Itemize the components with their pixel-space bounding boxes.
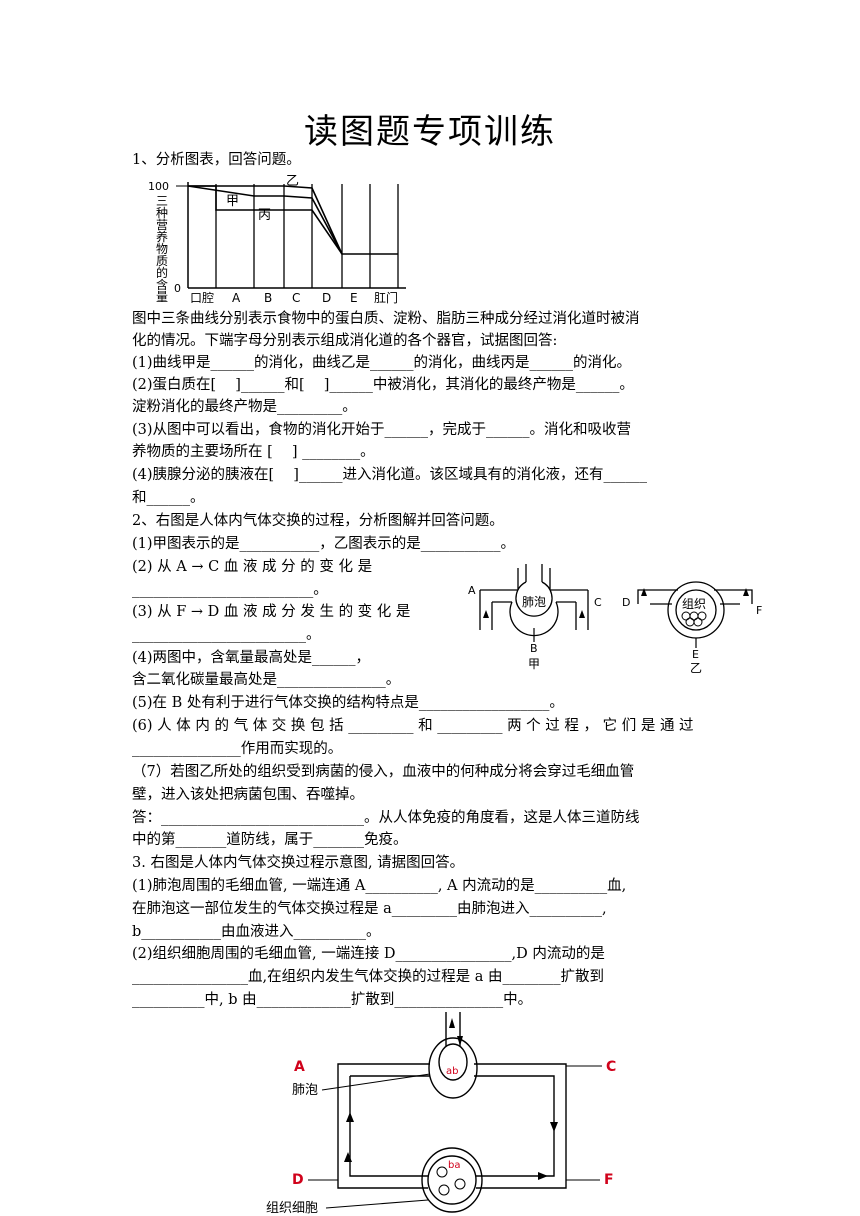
fig2-label-F: F xyxy=(756,604,762,617)
chart-y-char-8: 含 xyxy=(156,277,168,292)
q1-sub-1: (1)曲线甲是______的消化，曲线乙是______的消化，曲线丙是_____… xyxy=(132,355,632,371)
fig3-label-ba: ba xyxy=(448,1160,460,1171)
fig2-label-D: D xyxy=(622,596,630,609)
q2-heading: 2、右图是人体内气体交换的过程，分析图解并回答问题。 xyxy=(132,513,504,529)
q1-heading: 1、分析图表，回答问题。 xyxy=(132,152,301,168)
fig3-label-ab: ab xyxy=(446,1066,458,1077)
q1-intro-2: 化的情况。下端字母分别表示组成消化道的各个器官，试据图回答: xyxy=(132,333,558,349)
fig2-label-E: E xyxy=(692,648,699,661)
chart-y-char-2: 种 xyxy=(156,206,168,220)
q1-sub-4b: 和______。 xyxy=(132,490,205,506)
q2-sub-5: (5)在 B 处有利于进行气体交换的结构特点是_________________… xyxy=(132,695,564,711)
q2-sub-4: (4)两图中，含氧量最高处是______， xyxy=(132,650,371,666)
fig3-label-A: A xyxy=(294,1059,305,1075)
chart-y-char-4: 养 xyxy=(156,229,168,244)
label-yi: 乙 xyxy=(286,174,299,189)
chart-y-top: 100 xyxy=(148,180,169,193)
x-label-B: B xyxy=(264,291,272,304)
page-title: 读图题专项训练 xyxy=(304,112,556,152)
q2-sub-1: (1)甲图表示的是___________，乙图表示的是___________。 xyxy=(132,536,516,552)
label-jia: 甲 xyxy=(226,194,239,209)
fig2-label-tissue: 组织 xyxy=(682,597,706,611)
q2-sub-3b: ________________________。 xyxy=(132,627,321,643)
chart-y-char-1: 三 xyxy=(156,194,168,208)
q1-sub-3b: 养物质的主要场所在 [ ] ________。 xyxy=(132,444,375,460)
label-bing: 丙 xyxy=(258,208,271,223)
q2-sub-6b: _______________作用而实现的。 xyxy=(132,741,343,757)
q3-sub-2: (2)组织细胞周围的毛细血管, 一端连接 D________________,D… xyxy=(132,946,605,962)
circulation-diagram: A 肺泡 C D F 组织细胞 ab ba xyxy=(266,1012,616,1216)
curve-yi xyxy=(188,185,343,255)
q3-sub-1b: 在肺泡这一部位发生的气体交换过程是 a_________由肺泡进入_______… xyxy=(132,901,607,917)
q3-heading: 3. 右图是人体内气体交换过程示意图, 请据图回答。 xyxy=(132,855,465,871)
fig3-label-tissue-cell: 组织细胞 xyxy=(266,1201,318,1216)
q1-sub-3: (3)从图中可以看出，食物的消化开始于______，完成于______。消化和吸… xyxy=(132,422,632,438)
fig2-label-yi: 乙 xyxy=(690,661,702,675)
fig3-label-alveolus: 肺泡 xyxy=(292,1083,318,1098)
q1-sub-2b: 淀粉消化的最终产物是_________。 xyxy=(132,399,357,415)
q1-sub-2: (2)蛋白质在[ ]______和[ ]______中被消化，其消化的最终产物是… xyxy=(132,377,634,393)
fig3-label-C: C xyxy=(606,1059,616,1075)
digestion-chart: 100 0 三 种 营 养 物 质 的 含 量 甲 乙 丙 口腔 A B C D… xyxy=(148,174,406,304)
diagram-jia: A 肺泡 C B 甲 xyxy=(468,564,602,671)
fig2-label-C: C xyxy=(594,596,602,609)
q2-answer: 答：____________________________。从人体免疫的角度看… xyxy=(132,810,640,826)
x-label-E: E xyxy=(350,291,358,304)
q2-sub-2: (2) 从 A → C 血 液 成 分 的 变 化 是 xyxy=(132,559,373,575)
q2-sub-4b: 含二氧化碳量最高处是_______________。 xyxy=(132,672,401,688)
chart-y-char-9: 量 xyxy=(156,290,168,304)
x-label-A: A xyxy=(232,291,241,304)
fig2-label-B: B xyxy=(530,642,538,655)
q3-sub-1: (1)肺泡周围的毛细血管, 一端连通 A__________, A 内流动的是_… xyxy=(132,878,627,894)
chart-y-char-6: 质 xyxy=(156,254,168,268)
curve-bing xyxy=(187,185,343,255)
q3-sub-2c: __________中, b 由_____________扩散到________… xyxy=(132,992,533,1008)
x-label-mouth: 口腔 xyxy=(190,290,214,304)
q1-intro-1: 图中三条曲线分别表示食物中的蛋白质、淀粉、脂肪三种成分经过消化道时被消 xyxy=(132,311,640,327)
x-label-C: C xyxy=(292,291,300,304)
x-label-D: D xyxy=(322,291,331,304)
chart-y-char-3: 营 xyxy=(156,218,168,232)
gas-exchange-diagram: A 肺泡 C B 甲 D 组织 F E 乙 xyxy=(468,564,762,675)
q3-sub-1c: b___________由血液进入__________。 xyxy=(132,924,381,940)
fig3-label-D: D xyxy=(292,1172,304,1188)
chart-y-char-7: 的 xyxy=(156,265,168,280)
q2-sub-7b: 壁，进入该处把病菌包围、吞噬掉。 xyxy=(132,787,364,803)
q1-sub-4: (4)胰腺分泌的胰液在[ ]______进入消化道。该区域具有的消化液，还有__… xyxy=(132,467,647,483)
q2-answer-b: 中的第_______道防线，属于_______免疫。 xyxy=(132,832,408,848)
fig2-label-jia: 甲 xyxy=(528,657,540,671)
q2-sub-6: (6) 人 体 内 的 气 体 交 换 包 括 _________ 和 ____… xyxy=(132,718,694,734)
q3-sub-2b: ________________血,在组织内发生气体交换的过程是 a 由____… xyxy=(132,969,604,985)
fig2-label-alveolus: 肺泡 xyxy=(522,595,546,609)
fig3-label-F: F xyxy=(604,1172,614,1188)
x-label-anus: 肛门 xyxy=(374,290,398,304)
fig2-label-A: A xyxy=(468,584,476,597)
q2-sub-3: (3) 从 F → D 血 液 成 分 发 生 的 变 化 是 xyxy=(132,604,411,620)
chart-y-zero: 0 xyxy=(174,282,181,295)
q2-sub-7: （7）若图乙所处的组织受到病菌的侵入，血液中的何种成分将会穿过毛细血管 xyxy=(132,764,635,780)
q2-sub-2b: _________________________。 xyxy=(132,582,328,598)
diagram-yi: D 组织 F E 乙 xyxy=(622,581,762,675)
chart-y-char-5: 物 xyxy=(156,242,168,256)
